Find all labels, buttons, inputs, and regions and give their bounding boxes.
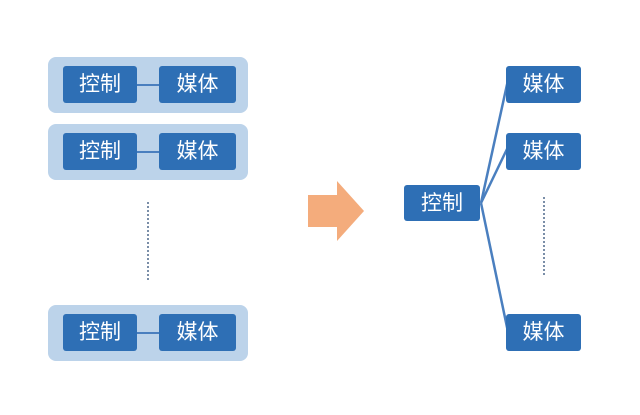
ellipsis-dots (543, 197, 545, 275)
control-node: 控制 (63, 133, 137, 170)
control-node: 控制 (63, 66, 137, 103)
edge-line (479, 146, 510, 204)
media-node: 媒体 (159, 314, 236, 351)
edge-line (479, 202, 510, 333)
edge-line (479, 79, 510, 204)
tree-edges (479, 79, 510, 333)
ellipsis-dots (147, 202, 149, 280)
connector-line (137, 332, 159, 334)
media-node: 媒体 (506, 314, 581, 351)
media-node: 媒体 (159, 66, 236, 103)
connector-line (137, 84, 159, 86)
media-node: 媒体 (506, 133, 581, 170)
center-control-node: 控制 (404, 185, 480, 221)
pair-group: 控制 媒体 (48, 305, 248, 361)
connector-line (137, 151, 159, 153)
media-node: 媒体 (506, 66, 581, 103)
pair-group: 控制 媒体 (48, 57, 248, 113)
control-node: 控制 (63, 314, 137, 351)
media-node: 媒体 (159, 133, 236, 170)
right-arrow-icon (308, 181, 364, 241)
pair-group: 控制 媒体 (48, 124, 248, 180)
